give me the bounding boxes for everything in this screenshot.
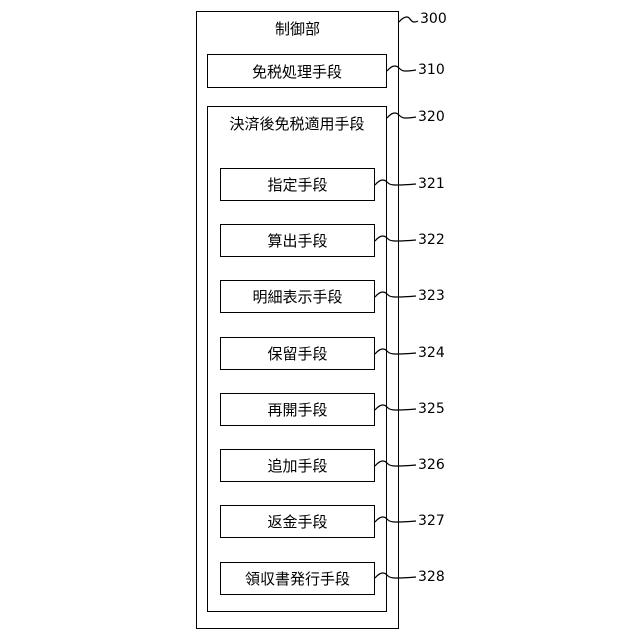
ref-310: 310 (418, 63, 445, 77)
leader-line-328 (375, 573, 416, 578)
leader-line-324 (375, 349, 416, 354)
ref-321: 321 (418, 177, 445, 191)
ref-322: 322 (418, 233, 445, 247)
ref-324: 324 (418, 346, 445, 360)
leader-line-323 (375, 292, 416, 297)
ref-327: 327 (418, 514, 445, 528)
leader-line-300 (399, 17, 418, 22)
leader-line-310 (387, 66, 416, 71)
leader-line-327 (375, 517, 416, 522)
leader-line-320 (387, 113, 416, 118)
ref-325: 325 (418, 402, 445, 416)
leader-line-325 (375, 405, 416, 410)
ref-328: 328 (418, 570, 445, 584)
leader-line-322 (375, 236, 416, 241)
ref-323: 323 (418, 289, 445, 303)
leader-line-326 (375, 461, 416, 466)
leader-line-321 (375, 180, 416, 185)
ref-300: 300 (420, 12, 447, 26)
ref-320: 320 (418, 110, 445, 124)
ref-326: 326 (418, 458, 445, 472)
